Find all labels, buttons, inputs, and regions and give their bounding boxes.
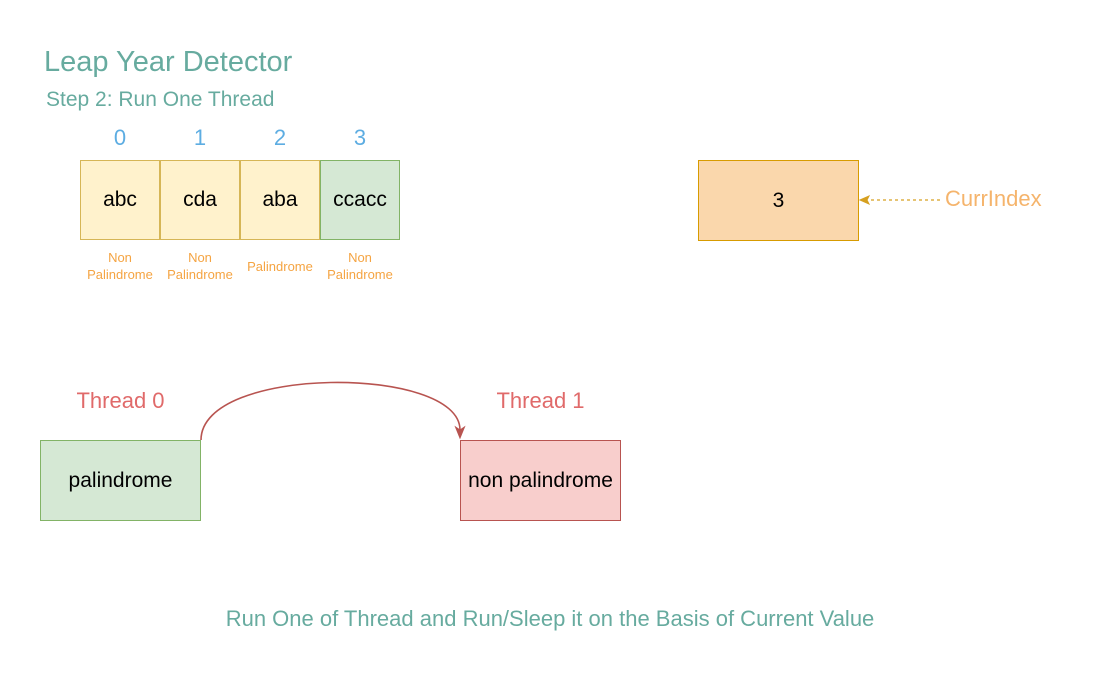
footer-caption: Run One of Thread and Run/Sleep it on th… [225, 606, 875, 631]
array-index-3: 3 [353, 125, 367, 150]
array-index-2: 2 [273, 125, 287, 150]
array-index-1: 1 [193, 125, 207, 150]
array-cell-2: aba [240, 160, 320, 240]
diagram-title: Leap Year Detector [44, 46, 293, 78]
curr-index-box: 3 [698, 160, 859, 241]
thread-switch-arrow [200, 381, 466, 441]
curr-index-label: CurrIndex [945, 186, 1042, 211]
curr-index-arrow [858, 194, 940, 206]
array-cell-3: ccacc [320, 160, 400, 240]
array-cell-0: abc [80, 160, 160, 240]
thread-0-box: palindrome [40, 440, 201, 521]
array-caption-2: Palindrome [247, 259, 313, 274]
thread-1-box: non palindrome [460, 440, 621, 521]
thread-1-label: Thread 1 [496, 388, 585, 413]
thread-0-label: Thread 0 [76, 388, 165, 413]
array-index-0: 0 [113, 125, 127, 150]
diagram-subtitle: Step 2: Run One Thread [46, 88, 275, 111]
array-cell-1: cda [160, 160, 240, 240]
